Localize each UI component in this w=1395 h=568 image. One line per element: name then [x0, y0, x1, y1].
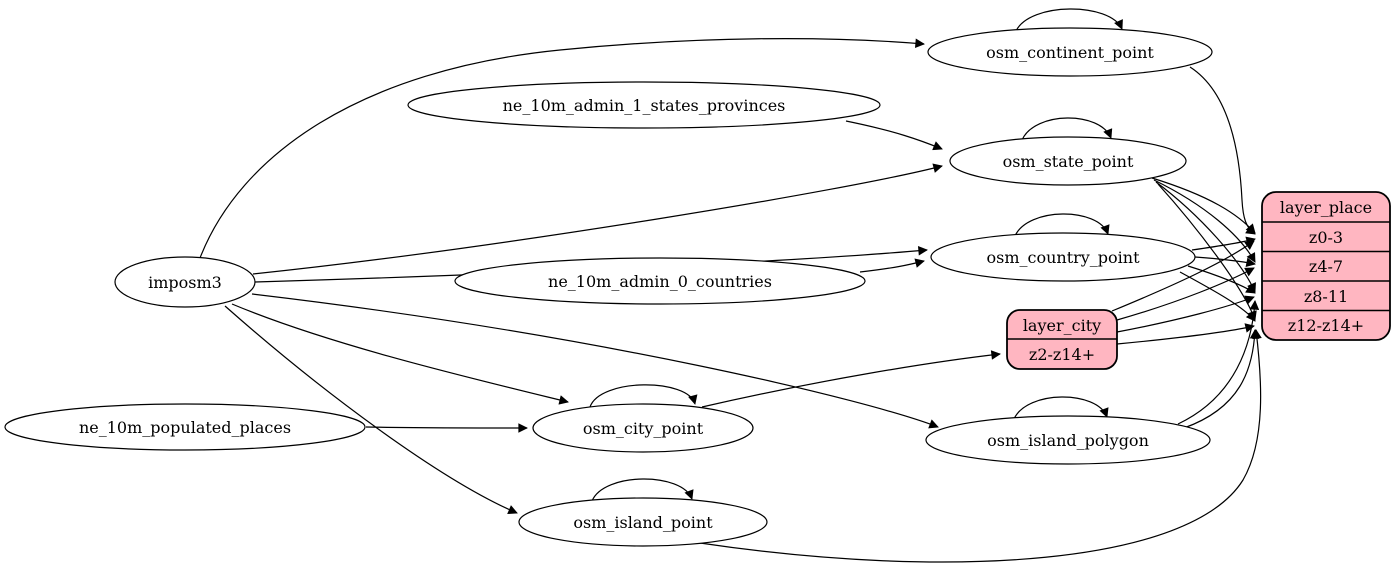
node-imposm3-label: imposm3	[148, 273, 222, 292]
node-ne_10m_admin_1_states_provinces-label: ne_10m_admin_1_states_provinces	[503, 96, 786, 115]
edge-osm_state_point-to-layer_place-z8-11	[1155, 181, 1256, 293]
edge-imposm3-to-osm_island_point	[224, 305, 518, 515]
node-ne_10m_admin_0_countries-shape	[454, 257, 866, 305]
edge-imposm3-to-osm_island_polygon	[251, 293, 939, 429]
edge-imposm3-to-osm_continent_point	[199, 38, 925, 259]
record-node-layer_place-row-z4-7: z4-7	[1309, 257, 1343, 276]
node-osm_city_point: osm_city_point	[532, 403, 754, 453]
edge-ne_10m_admin_0_countries-to-osm_country_point	[859, 258, 925, 273]
edge-layer_city-to-layer_place-z12-z14	[1116, 323, 1255, 345]
edge-imposm3-to-osm_city_point	[231, 303, 569, 405]
node-ne_10m_admin_0_countries-label: ne_10m_admin_0_countries	[548, 272, 772, 291]
node-osm_continent_point: osm_continent_point	[927, 27, 1213, 77]
node-osm_island_polygon-label: osm_island_polygon	[987, 431, 1149, 450]
node-imposm3-shape	[114, 256, 256, 308]
edge-layer_city-to-layer_place-z0-3	[1111, 240, 1255, 312]
edge-osm_state_point-to-layer_place-z0-3	[1151, 177, 1256, 234]
node-ne_10m_admin_1_states_provinces: ne_10m_admin_1_states_provinces	[407, 81, 881, 129]
edge-osm_state_point-to-layer_place-z12-z14	[1157, 183, 1257, 321]
edge-imposm3-to-osm_state_point	[252, 163, 943, 275]
node-osm_city_point-label: osm_city_point	[583, 419, 704, 438]
node-osm_city_point-shape	[532, 403, 754, 453]
node-osm_continent_point-shape	[927, 27, 1213, 77]
edge-osm_state_point-to-layer_place-z4-7	[1153, 179, 1256, 263]
record-node-layer_place-box	[1261, 191, 1391, 341]
node-osm_island_point-shape	[518, 497, 768, 547]
record-node-layer_place-row-z0-3: z0-3	[1309, 228, 1343, 247]
edge-osm_continent_point-to-layer_place-z0-3	[1189, 66, 1256, 235]
edge-osm_country_point-to-layer_place-z12-z14	[1179, 271, 1256, 322]
node-osm_continent_point-label: osm_continent_point	[986, 43, 1154, 62]
node-osm_state_point-label: osm_state_point	[1003, 152, 1134, 171]
node-osm_country_point-shape	[930, 232, 1196, 282]
edge-selfloop-osm_state_point	[1021, 117, 1113, 141]
node-ne_10m_populated_places: ne_10m_populated_places	[4, 403, 366, 451]
edges-group	[199, 8, 1262, 563]
edge-osm_country_point-to-layer_place-z8-11	[1187, 265, 1256, 294]
record-node-layer_city-row-z2-z14: z2-z14+	[1029, 345, 1095, 364]
edge-ne_10m_populated_places-to-osm_city_point	[365, 423, 528, 433]
edge-osm_country_point-to-layer_place-z4-7	[1194, 256, 1256, 268]
record-node-layer_place-title: layer_place	[1280, 198, 1372, 217]
node-osm_island_point-label: osm_island_point	[573, 513, 713, 532]
edge-layer_city-to-layer_place-z8-11	[1116, 295, 1255, 333]
record-node-layer_place-row-z12-z14: z12-z14+	[1288, 316, 1364, 335]
edge-ne_10m_admin_1_states_provinces-to-osm_state_point	[845, 120, 943, 151]
node-osm_state_point: osm_state_point	[949, 136, 1187, 186]
node-ne_10m_admin_1_states_provinces-shape	[407, 81, 881, 129]
edge-osm_city_point-to-layer_city-z2-z14	[701, 350, 1001, 408]
node-ne_10m_populated_places-shape	[4, 403, 366, 451]
node-osm_island_polygon: osm_island_polygon	[925, 415, 1211, 465]
record-node-layer_place: layer_place z0-3 z4-7 z8-11 z12-z14+	[1261, 191, 1391, 341]
edge-osm_country_point-to-layer_place-z0-3	[1191, 236, 1256, 251]
edge-layer_city-to-layer_place-z4-7	[1116, 267, 1255, 321]
edge-osm_island_polygon-to-layer_place-z8-11	[1177, 300, 1260, 425]
edge-selfloop-osm_continent_point	[1015, 8, 1123, 32]
node-osm_country_point: osm_country_point	[930, 232, 1196, 282]
node-osm_island_point: osm_island_point	[518, 497, 768, 547]
edge-selfloop-osm_city_point	[589, 384, 698, 408]
edge-osm_island_point-to-layer_place-z12-z14	[699, 329, 1262, 563]
record-node-layer_city-title: layer_city	[1023, 316, 1101, 335]
edge-selfloop-osm_island_polygon	[1013, 396, 1109, 420]
node-ne_10m_admin_0_countries: ne_10m_admin_0_countries	[454, 257, 866, 305]
edge-selfloop-osm_country_point	[1014, 213, 1110, 237]
edge-selfloop-osm_island_point	[591, 478, 694, 502]
record-node-layer_city: layer_city z2-z14+	[1006, 309, 1118, 370]
node-osm_island_polygon-shape	[925, 415, 1211, 465]
node-osm_country_point-label: osm_country_point	[986, 248, 1140, 267]
edge-osm_island_polygon-to-layer_place-z12-z14	[1183, 329, 1260, 429]
node-ne_10m_populated_places-label: ne_10m_populated_places	[79, 418, 291, 437]
node-osm_state_point-shape	[949, 136, 1187, 186]
record-node-layer_place-row-z8-11: z8-11	[1304, 287, 1348, 306]
node-imposm3: imposm3	[114, 256, 256, 308]
